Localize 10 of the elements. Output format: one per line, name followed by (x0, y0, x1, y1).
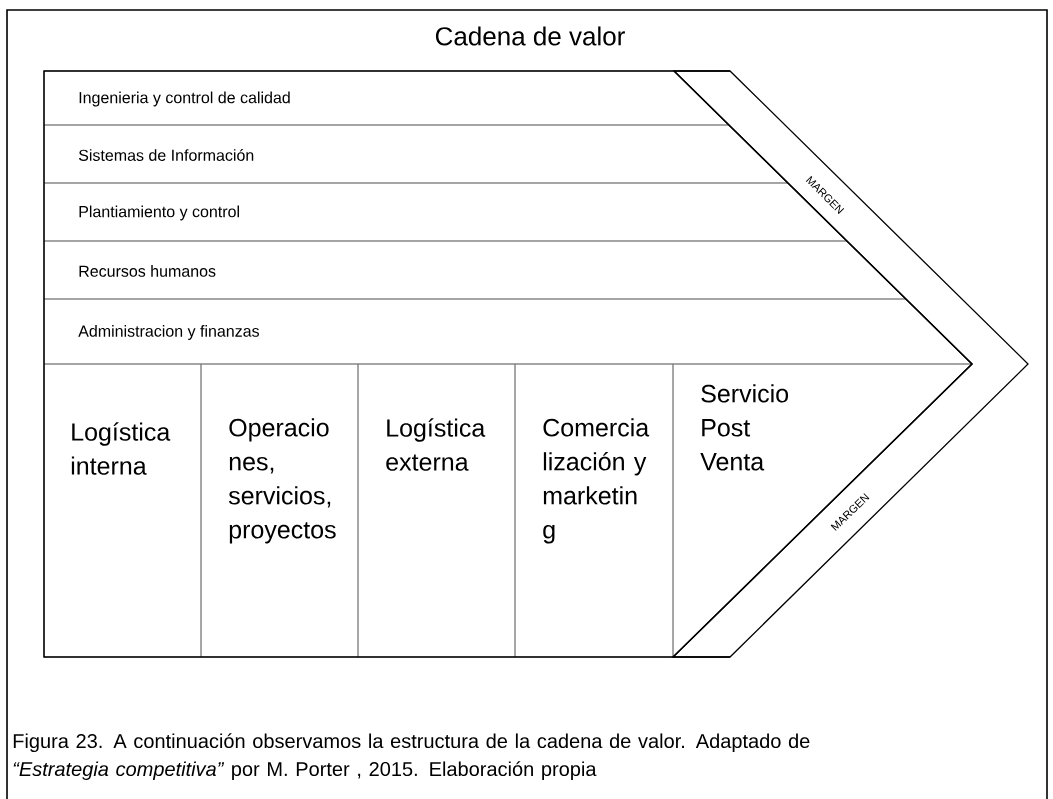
primary-activity-box: Logística interna (43, 363, 202, 658)
primary-activity-box: Comercia lización y marketin g (514, 363, 674, 658)
support-activity-band: Recursos humanos (43, 240, 907, 300)
title: Cadena de valor (435, 26, 625, 46)
support-activity-band: Sistemas de Información (43, 124, 789, 184)
support-activity-band: Ingenieria y control de calidad (43, 70, 730, 126)
primary-activity-box: Logística externa (357, 363, 516, 658)
support-activity-band: Administracion y finanzas (43, 298, 973, 365)
primary-activity-box: Operacio nes, servicios, proyectos (200, 363, 359, 658)
caption: Figura 23. A continuación observamos la estructura de la cadena de valor. Adaptado de “Estrategia competitiva” por M. Porter , 2015. Elaboración propia (13, 733, 810, 781)
